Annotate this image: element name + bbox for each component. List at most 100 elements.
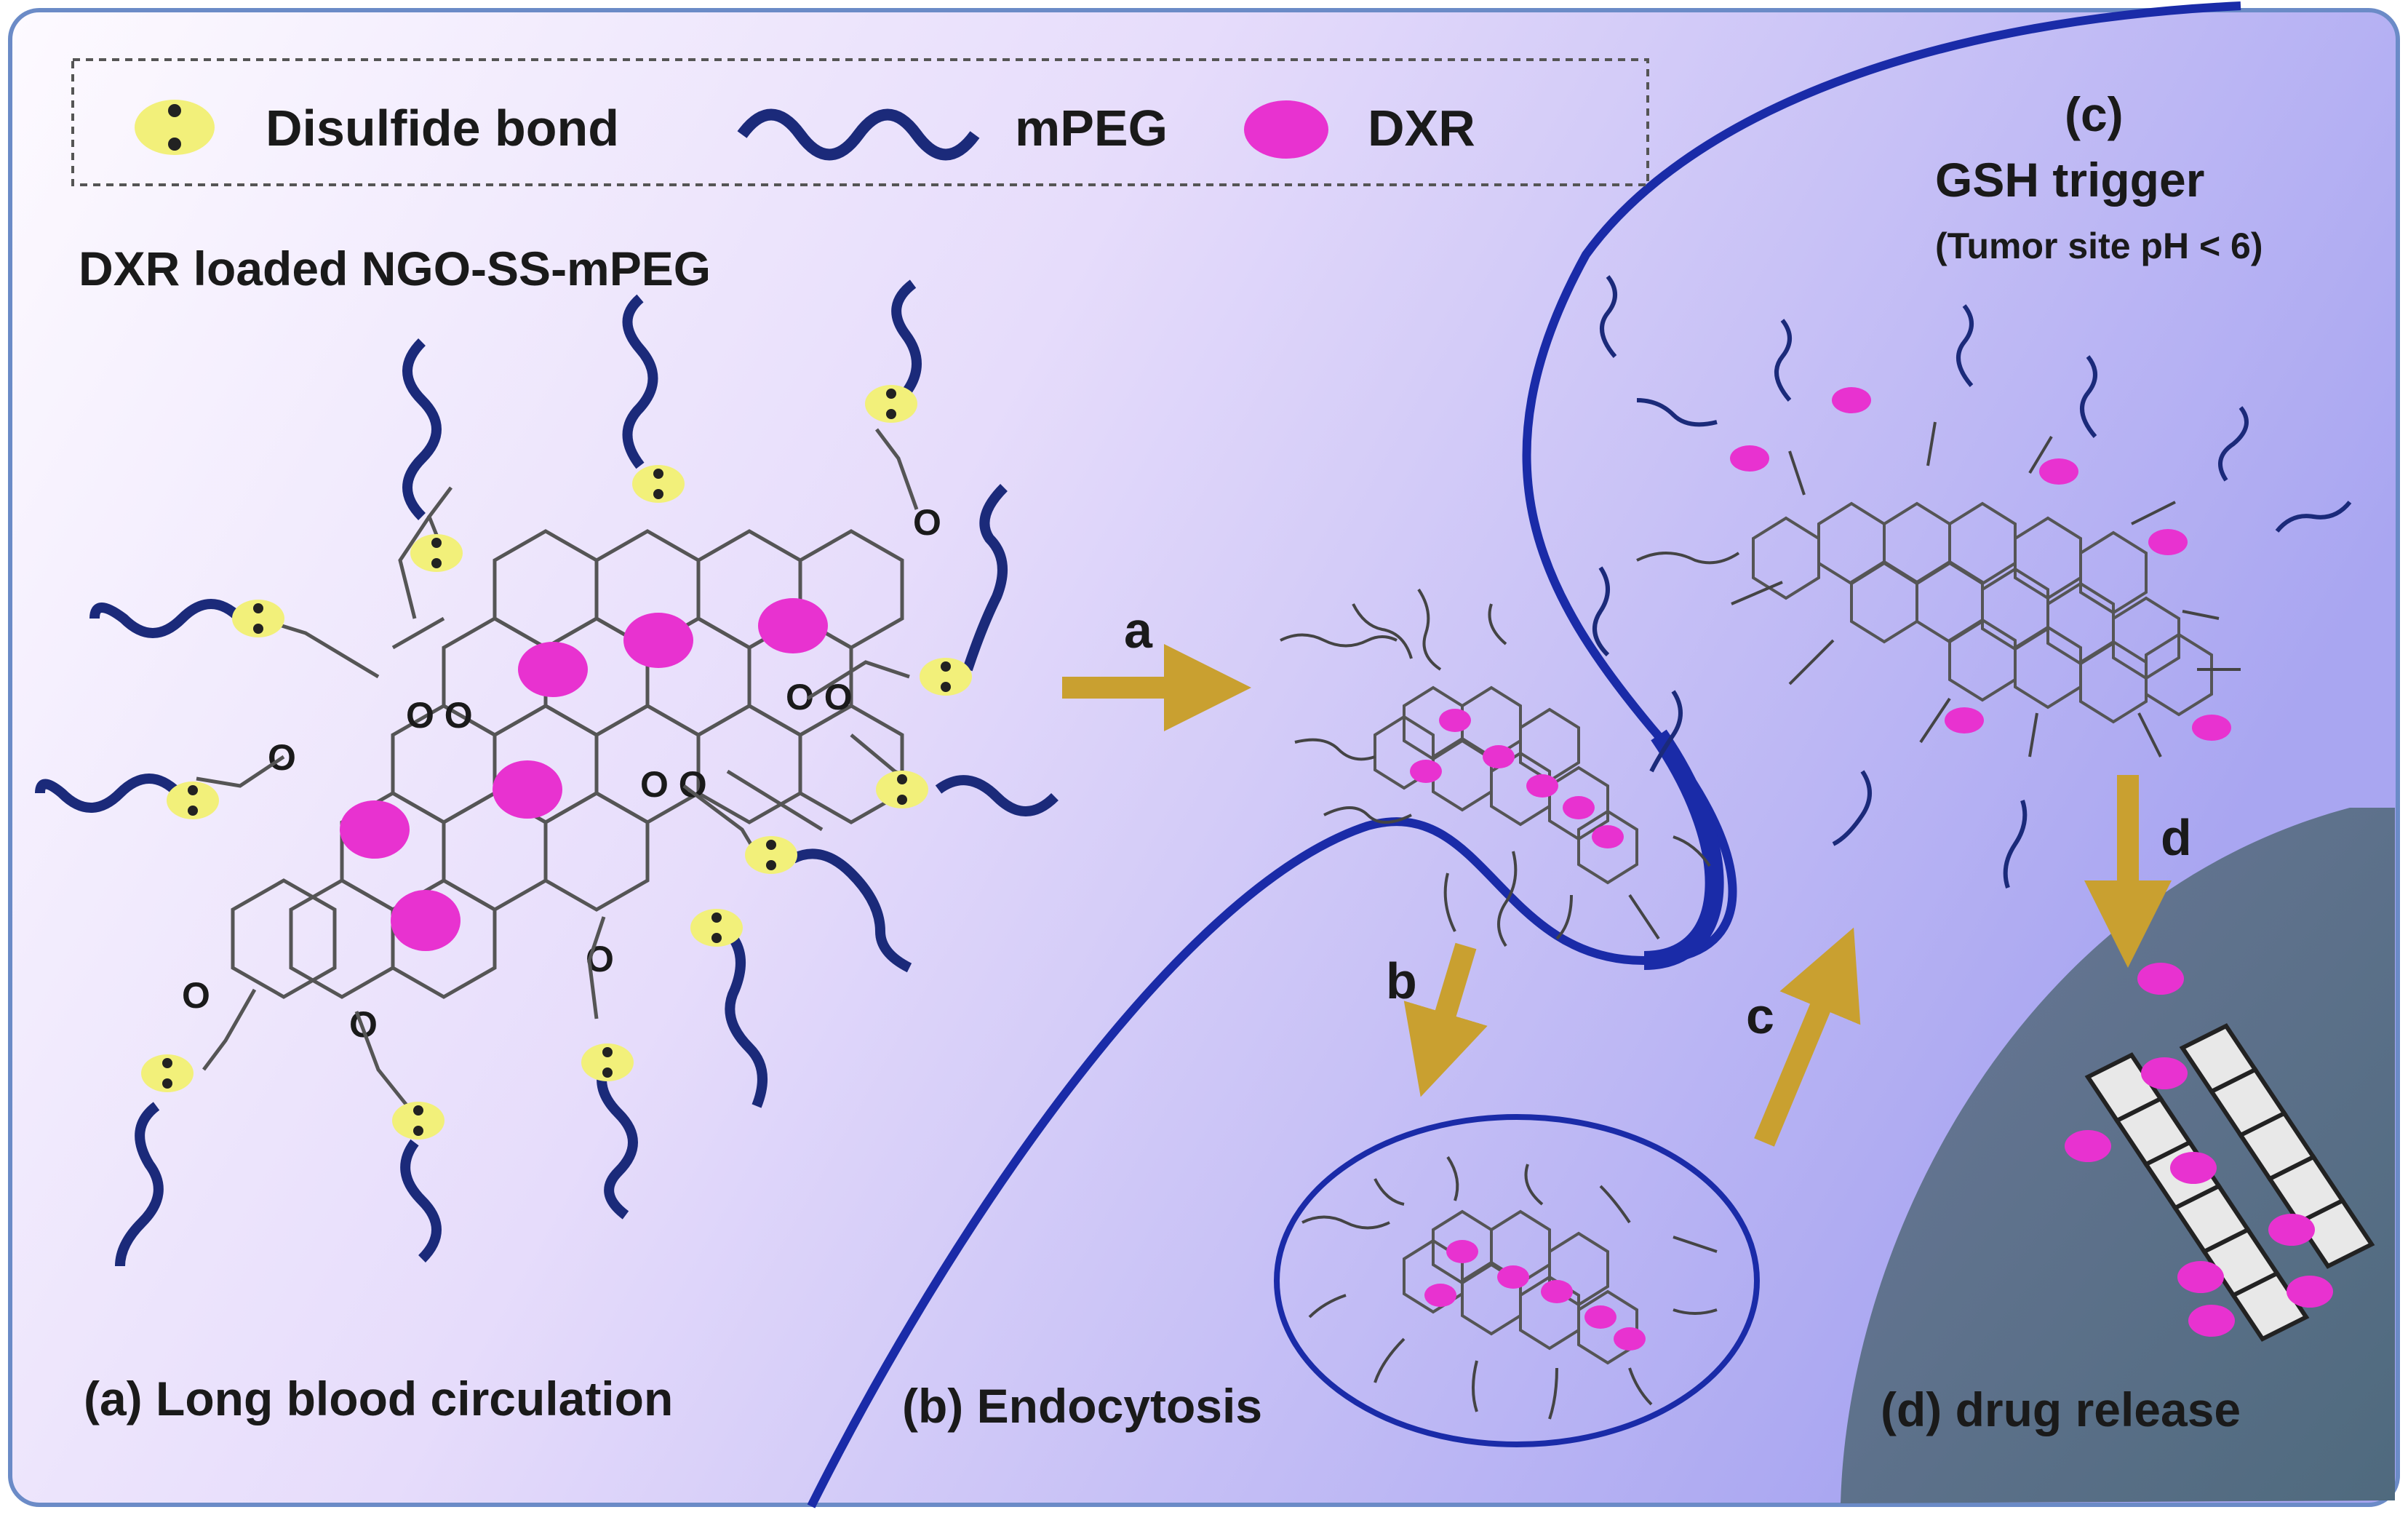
cell-membrane [807, 1, 2241, 1508]
oxygen-label: O [349, 1004, 378, 1045]
dna-helices [2065, 963, 2375, 1342]
mpeg-chain [2218, 406, 2249, 482]
step-b-label: (b) Endocytosis [902, 1379, 1262, 1433]
arrow-d-label: d [2161, 809, 2192, 866]
dxr-molecule [758, 598, 828, 653]
disulfide-icon [690, 909, 743, 947]
dxr-molecule [2177, 1261, 2224, 1293]
mpeg-chain [1600, 275, 1617, 358]
mpeg-chain [1956, 304, 1974, 387]
step-c-subtitle: (Tumor site pH < 6) [1935, 226, 2263, 266]
disulfide-icon [876, 771, 928, 808]
legend-dxr-label: DXR [1368, 100, 1475, 156]
oxygen-label: O [182, 975, 210, 1016]
dxr-molecule [1424, 1284, 1456, 1307]
dxr-molecule [2148, 529, 2188, 555]
mpeg-chain [89, 599, 244, 638]
dxr-molecule [2170, 1152, 2217, 1184]
disulfide-icon [920, 658, 972, 696]
disulfide-icon [745, 836, 797, 874]
mpeg-chain [790, 848, 912, 973]
endosome-vesicle [1274, 1114, 1760, 1447]
dxr-molecule [623, 613, 693, 668]
dxr-molecule [2039, 458, 2078, 485]
mpeg-chain [402, 338, 442, 520]
dxr-molecule [1584, 1305, 1616, 1329]
step-a-label: (a) Long blood circulation [84, 1372, 673, 1425]
mpeg-chain [622, 294, 658, 469]
endosome [1274, 1114, 1760, 1447]
mpeg-chain [1774, 319, 1792, 402]
dxr-molecule [1526, 774, 1558, 798]
dxr-molecule [2268, 1214, 2315, 1246]
peg-chains-large [35, 279, 1059, 1267]
mpeg-icon [737, 108, 980, 161]
dxr-molecule [493, 760, 562, 819]
dxr-molecule [1614, 1327, 1646, 1351]
mpeg-chain [1832, 770, 1872, 846]
dxr-molecule [1563, 796, 1595, 819]
arrow-c-label: c [1746, 987, 1774, 1044]
released-mpeg-chains [1592, 275, 2352, 888]
mpeg-chain [1636, 398, 1718, 427]
legend-box [71, 58, 1649, 186]
step-c-header: (c) [2065, 87, 2124, 141]
membrane-thick-fold [1643, 729, 1724, 970]
dxr-molecule [1497, 1265, 1529, 1289]
dna-helix [2179, 1023, 2375, 1269]
dxr-molecule [391, 890, 461, 951]
dxr-molecule [1945, 707, 1984, 733]
dxr-molecule [1730, 445, 1769, 472]
arrow-a-label: a [1124, 602, 1153, 659]
disulfide-icon [392, 1102, 444, 1140]
dxr-molecule [2188, 1305, 2235, 1337]
mpeg-chain [2275, 501, 2352, 533]
dxr-molecule [1592, 825, 1624, 848]
dxr-molecule [1832, 387, 1871, 413]
oxygen-labels-large: O O O O O O O O O O O [182, 502, 941, 1045]
dxr-molecule [2065, 1130, 2111, 1162]
mpeg-chain [400, 1139, 442, 1262]
disulfide-icon [232, 600, 284, 637]
background-panel [8, 8, 2400, 1507]
mpeg-chain [2080, 355, 2097, 438]
dxr-molecule [2192, 715, 2231, 741]
dxr-molecule [1410, 760, 1442, 783]
mpeg-chain [35, 774, 182, 813]
dxr-molecules-large [340, 598, 828, 951]
particle-endocytosing [1280, 588, 1711, 947]
disulfide-icon [581, 1043, 634, 1081]
mpeg-chain [1592, 566, 1610, 657]
dxr-molecule [2137, 963, 2184, 995]
dxr-molecule [2287, 1276, 2333, 1308]
disulfide-icon [167, 782, 219, 819]
oxygen-label: O O [406, 695, 473, 736]
dxr-molecule [1439, 709, 1471, 732]
step-c-title: GSH trigger [1935, 153, 2204, 207]
dxr-icon [1244, 100, 1328, 159]
released-dxr [1730, 387, 2231, 741]
disulfide-icon [141, 1054, 194, 1092]
nucleus-dxr [2065, 963, 2333, 1337]
disulfide-icon [865, 385, 917, 423]
arrow-b-label: b [1386, 953, 1417, 1009]
disulfide-icon [135, 100, 215, 155]
dna-helix [2084, 1052, 2310, 1342]
mpeg-chain [723, 928, 768, 1108]
mpeg-chain [597, 1051, 638, 1220]
mpeg-chain [962, 484, 1008, 672]
dxr-molecule [1483, 745, 1515, 768]
oxygen-label: O O [640, 764, 707, 805]
mpeg-chain [2003, 800, 2028, 888]
particle-released [1592, 275, 2352, 888]
oxygen-label: O O [786, 677, 853, 717]
mpeg-chain [115, 1102, 164, 1267]
disulfide-icon [632, 465, 685, 503]
mpeg-chain [1649, 690, 1683, 773]
arrow-c [1754, 927, 1861, 1147]
process-arrows [1062, 644, 2172, 1147]
mpeg-chain [891, 279, 922, 397]
arrow-b [1403, 942, 1488, 1097]
disulfide-icon [410, 534, 463, 572]
